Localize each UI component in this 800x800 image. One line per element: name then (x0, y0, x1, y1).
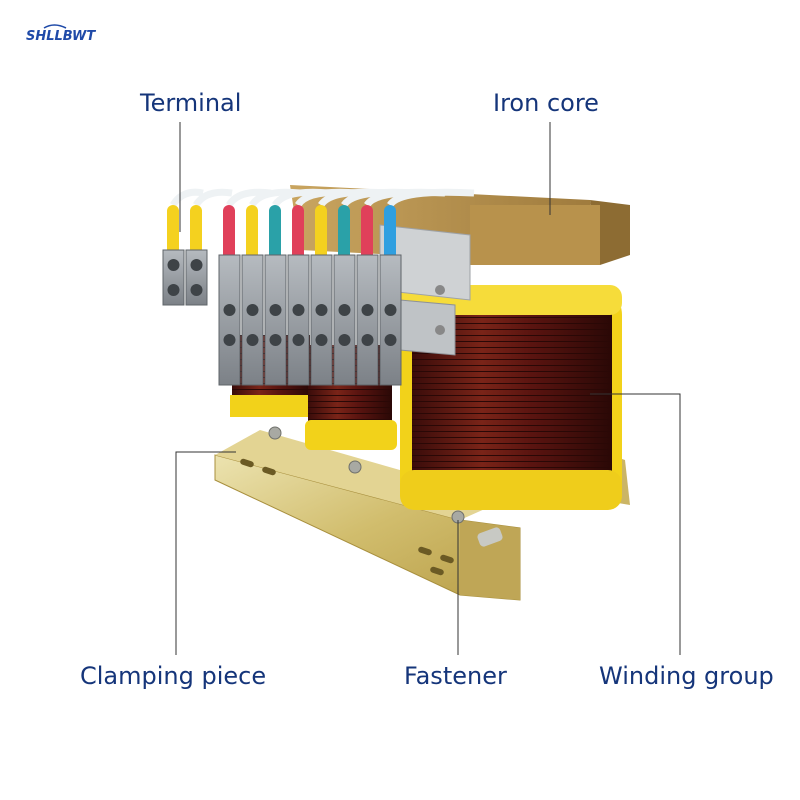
terminal-screw (338, 304, 351, 316)
label-terminal: Terminal (140, 89, 242, 117)
terminal-screw (315, 334, 328, 346)
terminal-screw (292, 334, 305, 346)
terminal-screw (167, 284, 180, 296)
terminal-screw (190, 284, 203, 296)
terminal-unit (241, 254, 264, 386)
terminal-screw (384, 334, 397, 346)
label-iron-core: Iron core (493, 89, 599, 117)
terminal-unit (185, 249, 208, 306)
clamping-piece-top (379, 224, 471, 356)
leader-winding-group (590, 393, 681, 655)
terminal-wire (269, 205, 281, 265)
terminal-screw (223, 304, 236, 316)
terminal-unit (356, 254, 379, 386)
terminal-cable (170, 188, 204, 208)
terminal-unit (218, 254, 241, 386)
terminal-screw (338, 334, 351, 346)
terminal-unit (162, 249, 185, 306)
terminal-cable (226, 188, 272, 208)
label-clamping-piece: Clamping piece (80, 662, 267, 690)
terminal-unit (379, 254, 402, 386)
terminal-unit (264, 254, 287, 386)
terminal-wire (384, 205, 396, 265)
terminal-block (162, 188, 475, 386)
terminal-screw (292, 304, 305, 316)
terminal-screw (269, 304, 282, 316)
label-winding-group: Winding group (599, 662, 774, 690)
terminal-wire (246, 205, 258, 265)
terminal-cable (193, 188, 233, 208)
terminal-screw (361, 304, 374, 316)
logo-text: SHLLBWT (26, 29, 96, 44)
terminal-screw (384, 304, 397, 316)
terminal-screw (246, 334, 259, 346)
terminal-screw (246, 304, 259, 316)
terminal-unit (333, 254, 356, 386)
terminal-wire (292, 205, 304, 265)
terminal-screw (361, 334, 374, 346)
leader-lines (175, 122, 681, 655)
terminal-wire (315, 205, 327, 265)
leader-clamping-piece (175, 451, 236, 655)
label-fastener: Fastener (404, 662, 507, 690)
terminal-screw (269, 334, 282, 346)
terminal-screw (315, 304, 328, 316)
terminal-screw (190, 259, 203, 271)
terminal-screw (223, 334, 236, 346)
terminal-unit (287, 254, 310, 386)
terminal-unit (310, 254, 333, 386)
fastener-bolts (268, 426, 465, 524)
brand-logo: SHLLBWT (26, 24, 96, 44)
terminal-wire (223, 205, 235, 265)
terminal-wire (338, 205, 350, 265)
terminal-wire (361, 205, 373, 265)
terminal-screw (167, 259, 180, 271)
